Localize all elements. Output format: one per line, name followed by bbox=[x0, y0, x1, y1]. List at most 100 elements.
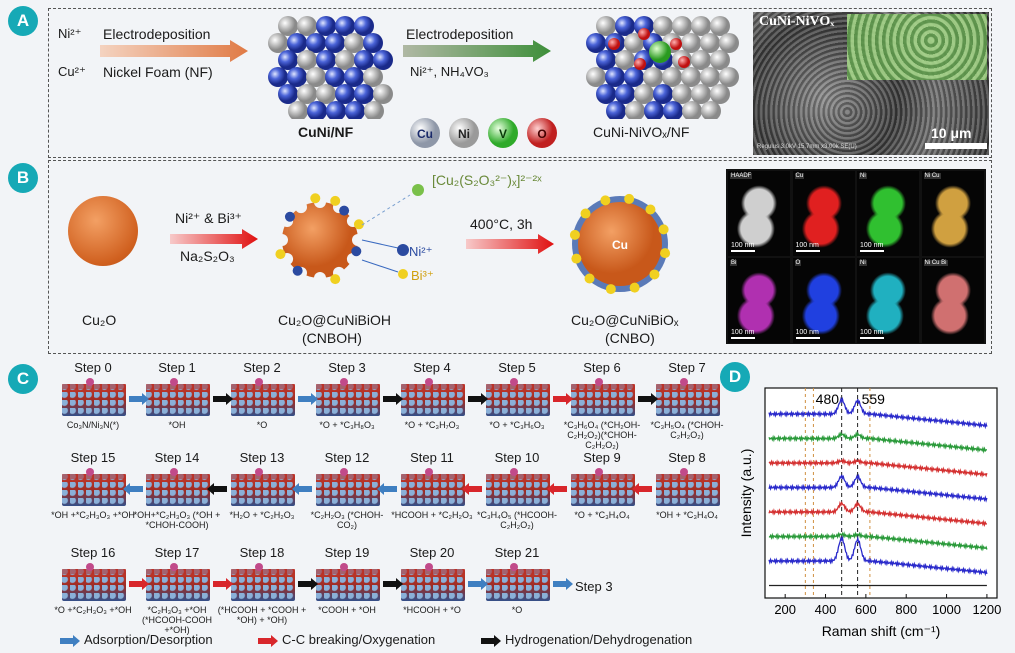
cu2o-sphere bbox=[68, 196, 138, 266]
sem-meta: Regulus 3.0kV 15.7mm x3.00k SE(U) bbox=[757, 144, 857, 150]
panel-a-badge: A bbox=[8, 6, 38, 36]
cnbo-particle: Cu bbox=[569, 193, 671, 295]
bi-site bbox=[600, 195, 611, 206]
eds-map-label: Ni bbox=[859, 260, 867, 266]
bi-site bbox=[624, 193, 635, 204]
reaction-arrow bbox=[383, 486, 397, 492]
catalyst-slab bbox=[146, 384, 210, 416]
legend-arrow bbox=[481, 635, 501, 647]
lattice-atom bbox=[326, 101, 346, 119]
oxygen-atom bbox=[678, 56, 690, 68]
eds-scale-label: 100 nm bbox=[860, 329, 884, 336]
step3-return: Step 3 bbox=[575, 579, 613, 594]
adsorbate bbox=[340, 378, 348, 386]
reaction-arrow bbox=[638, 393, 658, 405]
legend-label: Hydrogenation/Dehydrogenation bbox=[505, 632, 693, 647]
sem-image: CuNi-NiVOₓ 10 μm Regulus 3.0kV 15.7mm x3… bbox=[753, 12, 989, 155]
cnboh-name: Cu₂O@CuNiBiOH bbox=[278, 312, 391, 328]
step-species: *O bbox=[511, 605, 523, 615]
complex-label: [Cu₂(S₂O₃²⁻)ₓ]²⁻²ˣ bbox=[432, 172, 542, 188]
adsorbate bbox=[86, 468, 94, 476]
legend-o: O bbox=[537, 127, 546, 141]
panel-a bbox=[48, 8, 992, 158]
bi-ion bbox=[330, 274, 341, 285]
step-species: *O +*C₂H₃O₃ +*OH bbox=[54, 605, 132, 615]
a-arrow1 bbox=[100, 40, 248, 62]
step-species: *COOH + *OH bbox=[318, 605, 376, 615]
lattice-atom bbox=[662, 67, 682, 87]
lattice-atom bbox=[373, 84, 393, 104]
complex-sphere bbox=[412, 184, 424, 196]
lattice-atom bbox=[297, 50, 317, 70]
step-title: Step 3 bbox=[328, 360, 366, 375]
step-title: Step 19 bbox=[324, 545, 370, 560]
lattice-atom bbox=[643, 67, 663, 87]
x-tick-label: 200 bbox=[774, 602, 796, 617]
eds-map-7: Ni Cu Bi bbox=[921, 258, 984, 343]
step-title: Step 0 bbox=[74, 360, 112, 375]
step-species: *O + *C₃H₄O₄ bbox=[574, 510, 630, 520]
catalyst-slab bbox=[401, 384, 465, 416]
eds-scale-bar bbox=[795, 337, 820, 339]
catalyst-slab bbox=[486, 384, 550, 416]
catalyst-slab bbox=[62, 384, 126, 416]
catalyst-slab bbox=[571, 384, 635, 416]
step-title: Step 11 bbox=[410, 450, 454, 465]
lattice-atom bbox=[700, 67, 720, 87]
step-title: Step 15 bbox=[70, 450, 116, 465]
cuni-lattice bbox=[268, 16, 393, 119]
step-species: *O + *C₃H₆O₃ bbox=[489, 420, 545, 430]
reagent2: Na₂S₂O₃ bbox=[180, 248, 235, 264]
ion-ni: Ni²⁺ bbox=[58, 26, 82, 41]
eds-scale-label: 100 nm bbox=[731, 329, 755, 336]
lattice-atom bbox=[288, 101, 308, 119]
bi-ion bbox=[353, 219, 364, 230]
lattice-atom bbox=[719, 67, 739, 87]
eds-map-label: Bi bbox=[730, 260, 738, 266]
x-tick-label: 800 bbox=[895, 602, 917, 617]
step-title: Step 17 bbox=[154, 545, 200, 560]
lattice-atom bbox=[691, 50, 711, 70]
step-title: Step 8 bbox=[668, 450, 706, 465]
surface-notch bbox=[276, 234, 288, 246]
lattice-atom bbox=[663, 101, 683, 119]
legend-v: V bbox=[499, 127, 507, 141]
reaction-arrow bbox=[383, 578, 403, 590]
adsorbate bbox=[425, 468, 433, 476]
eds-scale-bar bbox=[795, 250, 820, 252]
step-title: Step 21 bbox=[494, 545, 540, 560]
step-species: *O bbox=[256, 420, 268, 430]
lattice-atom bbox=[682, 101, 702, 119]
reaction-arrow bbox=[129, 578, 149, 590]
lattice-atom bbox=[634, 84, 654, 104]
lattice-atom bbox=[653, 84, 673, 104]
lattice-atom bbox=[278, 16, 298, 36]
catalyst-slab bbox=[486, 569, 550, 601]
sem-inset bbox=[847, 14, 987, 80]
bi-site bbox=[660, 248, 671, 259]
ni-ion bbox=[284, 211, 295, 222]
step-title: Step 10 bbox=[494, 450, 540, 465]
eds-scale-label: 100 nm bbox=[795, 242, 819, 249]
cnboh-core bbox=[282, 202, 358, 278]
x-tick-label: 600 bbox=[855, 602, 877, 617]
adsorbate bbox=[595, 378, 603, 386]
lattice-atom bbox=[268, 33, 288, 53]
adsorbate bbox=[510, 563, 518, 571]
reaction-arrow bbox=[213, 486, 227, 492]
step-species: *HCOOH + *C₂H₂O₃ bbox=[391, 510, 473, 520]
adsorbate bbox=[510, 378, 518, 386]
eds-map-3: Ni Cu bbox=[921, 171, 984, 256]
vanadium-atom bbox=[649, 41, 671, 63]
reaction-arrow bbox=[129, 486, 143, 492]
lattice-atom bbox=[363, 33, 383, 53]
raman-series-6 bbox=[768, 535, 988, 577]
legend-label: C-C breaking/Oxygenation bbox=[282, 632, 436, 647]
step-species: *OH+*C₂H₃O₃ (*OH + *CHOH-COOH) bbox=[133, 510, 221, 530]
oxygen-atom bbox=[634, 58, 646, 70]
eds-scale-label: 100 nm bbox=[795, 329, 819, 336]
catalyst-slab bbox=[401, 474, 465, 506]
adsorbate bbox=[86, 563, 94, 571]
